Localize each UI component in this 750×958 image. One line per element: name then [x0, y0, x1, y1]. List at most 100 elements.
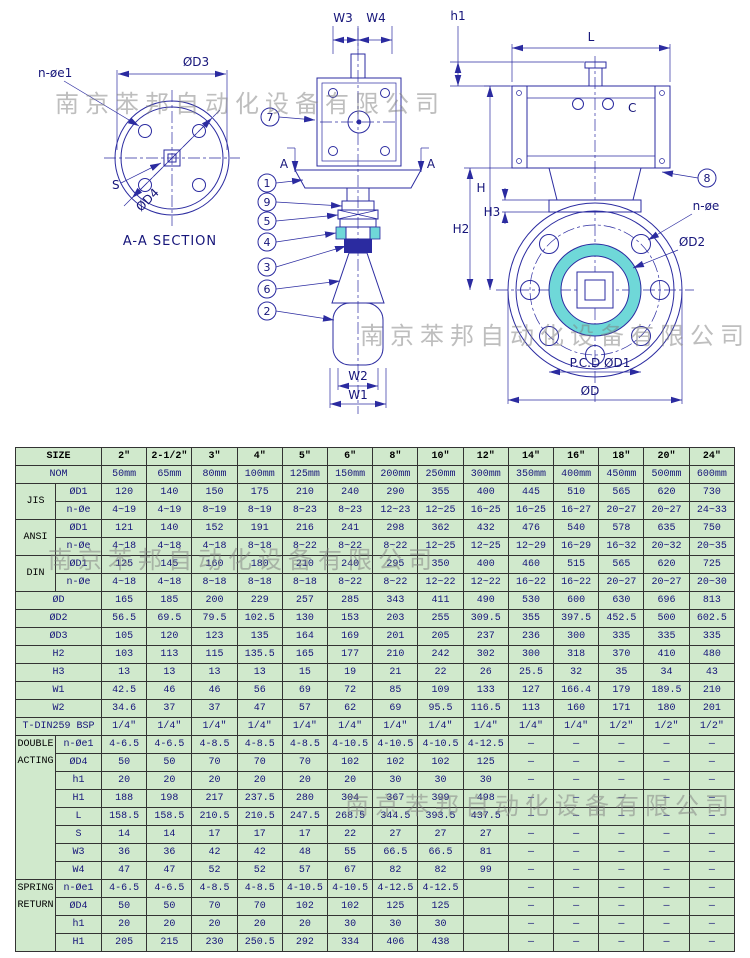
table-cell: 20~35 [688, 537, 736, 556]
table-cell: 367 [372, 789, 419, 808]
table-cell: 102 [327, 897, 374, 916]
dim-label-w1: W1 [348, 388, 368, 402]
section-title: A-A SECTION [123, 234, 217, 249]
table-cell: — [643, 879, 690, 898]
table-cell: 437.5 [462, 807, 509, 826]
table-cell: 432 [462, 519, 509, 538]
column-header: 6″ [327, 447, 374, 466]
table-cell: 47 [236, 699, 283, 718]
table-cell: 135.5 [236, 645, 283, 664]
balloon-7: 7 [260, 107, 316, 127]
table-cell: 725 [688, 555, 736, 574]
table-cell: 20 [327, 771, 374, 790]
table-cell: 1/4″ [101, 717, 148, 736]
table-cell: 14 [146, 825, 193, 844]
table-cell: 8~22 [372, 537, 419, 556]
table-cell: — [643, 843, 690, 862]
table-cell: 72 [327, 681, 374, 700]
table-cell: — [507, 735, 555, 754]
row-label: h1 [54, 915, 103, 934]
table-cell: — [688, 915, 736, 934]
svg-text:1: 1 [264, 177, 271, 190]
row-label: ØD1 [54, 483, 103, 502]
air-port [572, 98, 584, 110]
table-cell: — [688, 753, 736, 772]
table-cell: 175 [236, 483, 283, 502]
table-cell: 4~18 [101, 573, 148, 592]
table-cell: 309.5 [462, 609, 509, 628]
balloon-6: 6 [257, 279, 341, 299]
table-cell: — [507, 825, 555, 844]
table-cell: 498 [462, 789, 509, 808]
table-cell: 123 [191, 627, 238, 646]
table-cell: 450mm [598, 465, 645, 484]
table-cell: 4-10.5 [372, 735, 419, 754]
table-cell: 32 [553, 663, 600, 682]
table-cell: 179 [598, 681, 645, 700]
table-cell: 120 [101, 483, 148, 502]
row-label: L [54, 807, 103, 826]
table-cell: 42 [236, 843, 283, 862]
table-cell: 36 [146, 843, 193, 862]
table-cell: 355 [417, 483, 464, 502]
table-cell: 343 [372, 591, 419, 610]
table-cell: 490 [462, 591, 509, 610]
table-cell: 203 [372, 609, 419, 628]
table-cell: — [553, 915, 600, 934]
table-cell: — [553, 897, 600, 916]
table-cell: 578 [598, 519, 645, 538]
table-cell: 160 [191, 555, 238, 574]
table-cell: 602.5 [688, 609, 736, 628]
table-cell: — [688, 789, 736, 808]
table-cell: 397.5 [553, 609, 600, 628]
row-label: n-Øe1 [54, 735, 103, 754]
table-cell: 4~18 [101, 537, 148, 556]
table-cell: 57 [281, 699, 329, 718]
table-cell: 730 [688, 483, 736, 502]
air-port [602, 98, 614, 110]
table-cell: 12~25 [462, 537, 509, 556]
table-cell: 240 [327, 555, 374, 574]
table-cell: 125mm [281, 465, 329, 484]
column-header: 3″ [191, 447, 238, 466]
table-cell: 4-12.5 [417, 879, 464, 898]
table-cell: 393.5 [417, 807, 464, 826]
table-cell: 24~33 [688, 501, 736, 520]
table-cell: 30 [417, 771, 464, 790]
table-cell: 46 [191, 681, 238, 700]
table-cell: 16~29 [553, 537, 600, 556]
table-cell: 230 [191, 933, 238, 952]
row-label: H1 [54, 789, 103, 808]
table-cell: 620 [643, 555, 690, 574]
table-cell: 152 [191, 519, 238, 538]
table-cell: 335 [643, 627, 690, 646]
table-cell: 4-10.5 [327, 735, 374, 754]
table-cell: — [507, 915, 555, 934]
table-cell: — [598, 897, 645, 916]
table-cell: 215 [146, 933, 193, 952]
column-header: 20″ [643, 447, 690, 466]
table-cell: 140 [146, 519, 193, 538]
table-cell: — [507, 897, 555, 916]
table-cell: 344.5 [372, 807, 419, 826]
row-label: W3 [54, 843, 103, 862]
row-label: T-DIN259 BSP [14, 717, 103, 736]
table-cell: 210 [281, 555, 329, 574]
balloon-1: 1 [257, 173, 304, 193]
table-cell: 127 [507, 681, 555, 700]
table-cell: 30 [462, 771, 509, 790]
table-cell: — [643, 789, 690, 808]
table-cell: 102 [417, 753, 464, 772]
table-cell: — [553, 771, 600, 790]
table-cell: 813 [688, 591, 736, 610]
table-cell: — [553, 933, 600, 952]
table-cell: — [598, 735, 645, 754]
table-cell: 201 [688, 699, 736, 718]
